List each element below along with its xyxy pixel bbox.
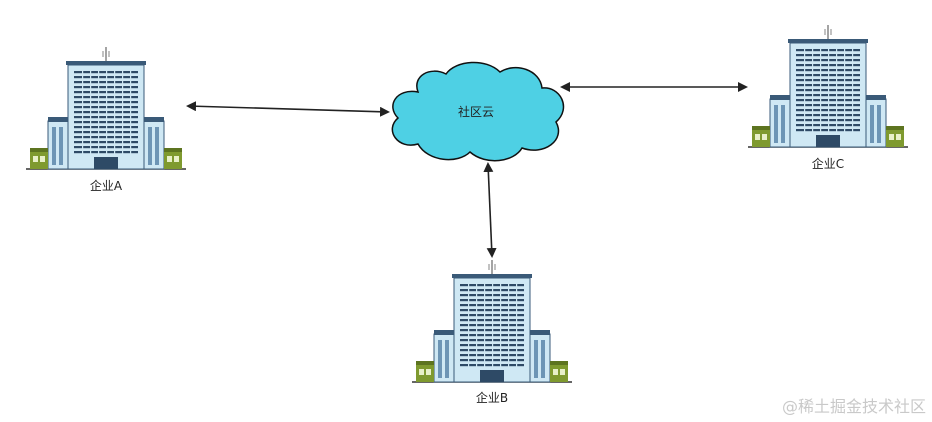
enterprise-a: 企业A — [26, 46, 186, 193]
connector-b-cloud — [483, 162, 497, 258]
enterprise-c-label: 企业C — [812, 156, 844, 171]
connector-a-cloud — [186, 101, 390, 117]
community-cloud: 社区云 — [391, 61, 565, 162]
cloud-shape — [391, 61, 565, 162]
enterprise-c: 企业C — [748, 24, 908, 171]
enterprise-b-label: 企业B — [476, 390, 508, 405]
cloud-label: 社区云 — [458, 104, 494, 119]
enterprise-a-label: 企业A — [90, 178, 123, 193]
building-icon — [412, 259, 572, 383]
watermark: @稀土掘金技术社区 — [782, 397, 926, 416]
building-icon — [26, 46, 186, 170]
building-icon — [748, 24, 908, 148]
enterprise-b: 企业B — [412, 259, 572, 405]
